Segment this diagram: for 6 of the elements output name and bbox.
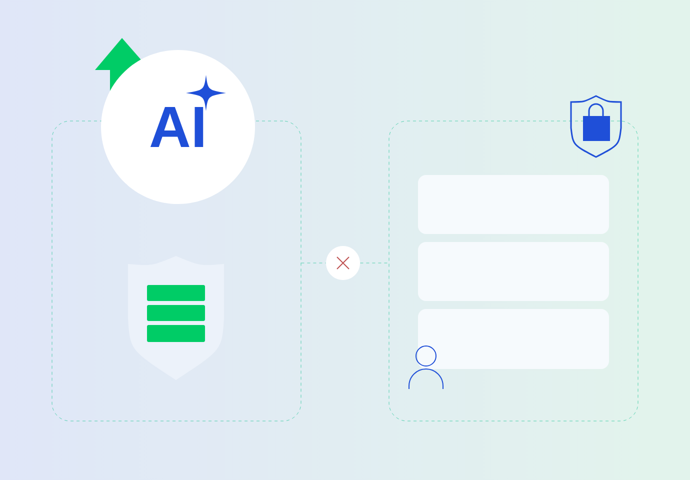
dashed-panel (388, 120, 638, 422)
ai-badge: AI (101, 50, 255, 204)
connector-line (360, 262, 389, 264)
message-card (418, 309, 609, 369)
connector-line (301, 262, 326, 264)
blocked-connection-circle (326, 246, 360, 280)
